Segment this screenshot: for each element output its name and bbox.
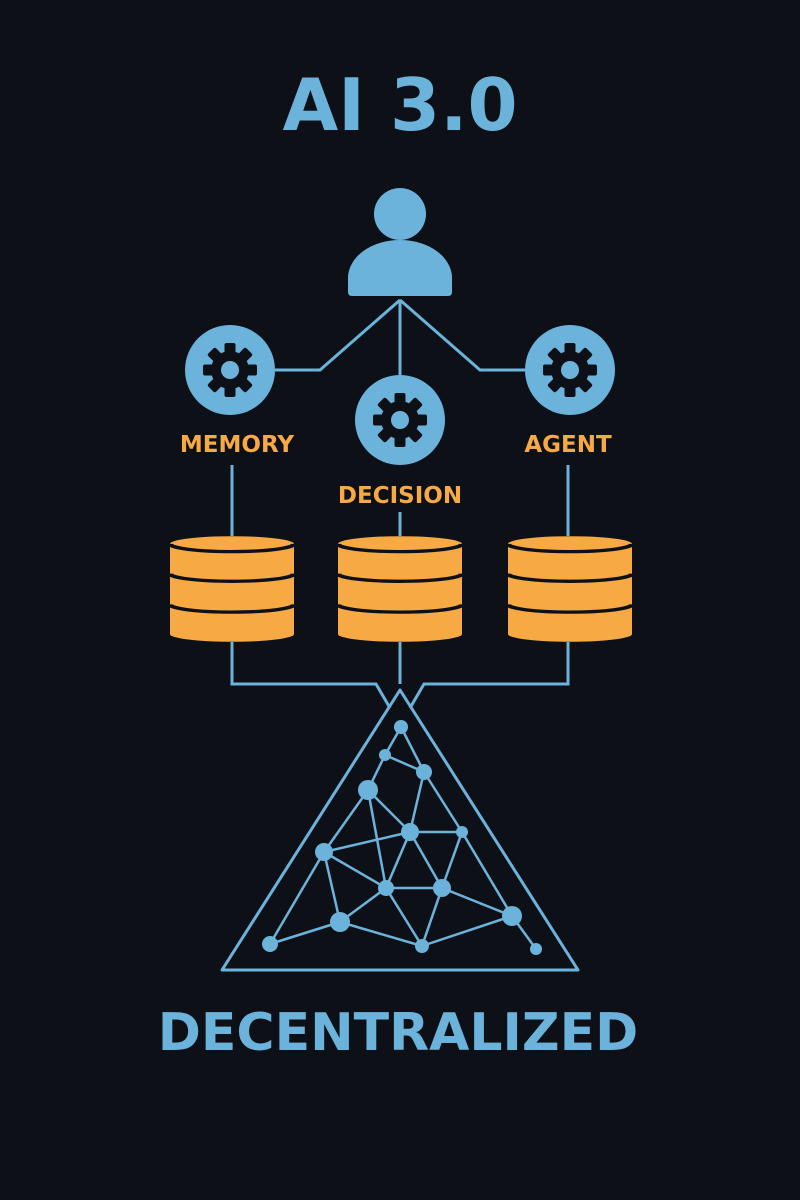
network-node (502, 906, 522, 926)
link-agent-network (408, 642, 570, 709)
db-connector-lines (230, 465, 570, 536)
gear-icon (185, 325, 275, 415)
link-user-agent (399, 298, 525, 372)
network-edges (268, 726, 538, 950)
network-triangle-outline (220, 688, 580, 972)
connector-lines (275, 298, 525, 375)
user-icon (348, 188, 452, 296)
network-node (378, 880, 394, 896)
database-icon (338, 536, 462, 642)
gear-icon (355, 375, 445, 465)
footer-label: DECENTRALIZED (158, 1003, 639, 1063)
page-title: AI 3.0 (282, 63, 517, 147)
module-label-decision: DECISION (338, 483, 462, 509)
network-node (330, 912, 350, 932)
link-memory-network (230, 642, 392, 709)
network-node (401, 823, 419, 841)
link-user-memory (275, 298, 401, 372)
module-label-agent: AGENT (524, 432, 612, 458)
gear-icon (525, 325, 615, 415)
network-nodes (262, 720, 542, 955)
database-icon (508, 536, 632, 642)
network-triangle-icon (220, 688, 580, 972)
module-label-memory: MEMORY (180, 432, 294, 458)
network-connector-lines (230, 642, 570, 709)
network-node (456, 826, 468, 838)
network-node (262, 936, 278, 952)
network-node (358, 780, 378, 800)
database-icon (170, 536, 294, 642)
network-node (433, 879, 451, 897)
network-node (415, 939, 429, 953)
network-node (416, 764, 432, 780)
network-node (379, 749, 391, 761)
network-node (530, 943, 542, 955)
network-node (394, 720, 408, 734)
network-node (315, 843, 333, 861)
